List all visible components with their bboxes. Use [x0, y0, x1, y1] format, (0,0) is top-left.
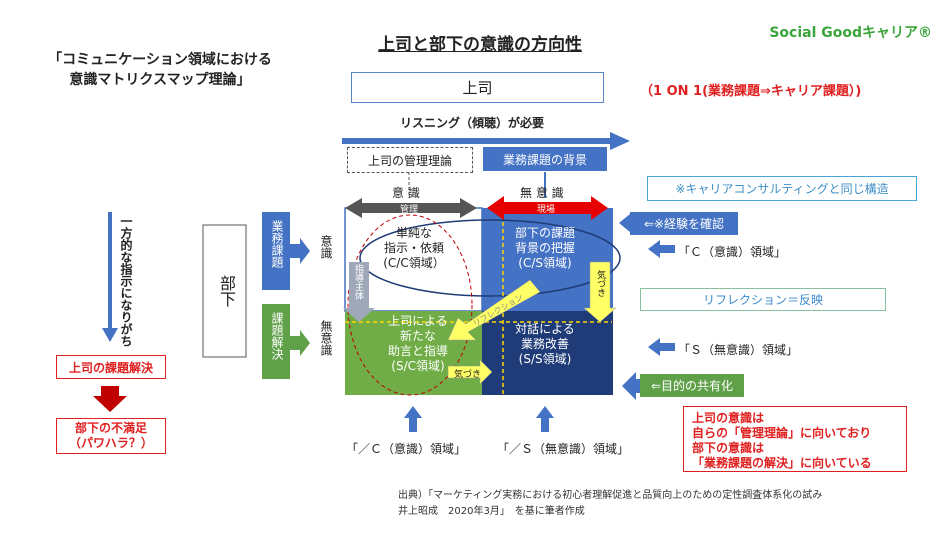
qcc-line-3: (C/C領域）: [383, 256, 445, 270]
kanri-label: 管理: [400, 205, 419, 215]
ellipse-horizontal: [359, 219, 621, 297]
unconscious-top-label: 無 意 識: [520, 186, 564, 200]
quadrant-ss: [482, 311, 613, 395]
reflection-diagonal-arrow: [447, 279, 541, 341]
quadrant-cc-text: 単純な 指示・依頼 (C/C領域）: [368, 226, 460, 271]
qss-line-1: 対話による: [515, 322, 575, 336]
listening-arrow-head: [610, 132, 630, 150]
conclusion-line-2: 自らの「管理理論」に向いており: [692, 426, 872, 440]
qss-line-2: 業務改善: [520, 337, 569, 351]
dissatisfaction-box: 部下の不満足 （パワハラ？）: [56, 418, 166, 454]
c-bottom-label: 「／Ｃ（意識）領域」: [346, 442, 467, 456]
qcs-line-1: 部下の課題: [514, 226, 575, 240]
purpose-share-box: ⇐目的の共有化: [640, 374, 744, 397]
qcs-line-3: (C/S領域): [518, 256, 572, 270]
conclusion-line-1: 上司の意識は: [692, 411, 765, 425]
issue-solution-block: [262, 304, 290, 379]
kizuki-vertical-label: 気づき: [595, 270, 605, 297]
mgmt-theory-box: 上司の管理理論: [347, 147, 473, 173]
conclusion-line-4: 「業務課題の解決」に向いている: [692, 456, 872, 470]
one-way-arrow-head: [102, 328, 118, 342]
work-issue-block: [262, 212, 290, 290]
brand-logo: Social Goodキャリア®: [769, 25, 932, 41]
row-unconscious-label: 無意識: [319, 320, 333, 356]
listening-label: リスニング（傾聴）が必要: [400, 116, 545, 130]
unconscious-arrow: [487, 196, 608, 220]
source-note: 出典）「マーケティング実務における初心者理解促進と品質向上のための定性調査体系化…: [398, 488, 822, 520]
conscious-arrow: [345, 198, 477, 218]
kizuki-down-arrow: [583, 261, 617, 323]
qsc-line-4: (S/C領域): [391, 359, 445, 373]
s-domain-label: 「Ｓ（無意識）領域」: [678, 343, 799, 357]
c-domain-label: 「Ｃ（意識）領域」: [678, 245, 787, 259]
theory-line-1: 「コミュニケーション領域における: [48, 52, 272, 68]
listening-arrow-shaft: [342, 138, 612, 144]
theory-title: 「コミュニケーション領域における 意識マトリクスマップ理論」: [20, 50, 300, 90]
kizuki-horizontal-label: 気づき: [454, 370, 482, 380]
qcs-line-2: 背景の把握: [514, 241, 575, 255]
work-issue-arrow: [290, 238, 310, 264]
c-domain-arrow: [648, 240, 675, 258]
one-way-arrow-shaft: [108, 212, 112, 330]
kizuki-right-arrow: [447, 359, 493, 385]
reflection-box: リフレクション＝反映: [640, 288, 886, 311]
exp-arrow-tip: [619, 214, 630, 232]
dissatisfaction-line-2: （パワハラ？）: [69, 436, 153, 450]
conclusion-line-3: 部下の意識は: [692, 441, 765, 455]
ellipse-vertical: [347, 214, 473, 396]
boss-solution-box: 上司の課題解決: [56, 355, 166, 379]
conclusion-box: 上司の意識は 自らの「管理理論」に向いており 部下の意識は 「業務課題の解決」に…: [683, 406, 907, 472]
boss-box: 上司: [351, 72, 604, 103]
s-bottom-arrow: [536, 406, 554, 432]
one-on-one-label: （1 ON 1(業務課題⇒キャリア課題）): [640, 84, 862, 99]
qsc-line-1: 上司による: [388, 314, 448, 328]
issue-solution-arrow: [290, 330, 310, 356]
work-background-box: 業務課題の背景: [483, 147, 607, 171]
quadrant-ss-text: 対話による 業務改善 (S/S領域): [500, 322, 590, 367]
guidance-arrow: [343, 262, 375, 322]
qcc-line-1: 単純な: [395, 226, 432, 240]
exp-confirm-box: ⇐※経験を確認: [630, 212, 738, 235]
qss-line-3: (S/S領域): [518, 352, 572, 366]
c-bottom-arrow: [404, 406, 422, 432]
quadrant-sc-text: 上司による 新たな 助言と指導 (S/C領域): [372, 314, 464, 374]
career-note: ※キャリアコンサルティングと同じ構造: [647, 176, 917, 201]
dissatisfaction-line-1: 部下の不満足: [74, 421, 147, 435]
row-conscious-label: 意識: [319, 235, 333, 259]
s-bottom-label: 「／Ｓ（無意識）領域」: [497, 442, 630, 456]
quadrant-cs-text: 部下の課題 背景の把握 (C/S領域): [498, 226, 592, 271]
source-line-1: 出典）「マーケティング実務における初心者理解促進と品質向上のための定性調査体系化…: [398, 490, 823, 501]
qsc-line-2: 新たな: [399, 329, 436, 343]
share-arrow: [622, 372, 640, 400]
page-title: 上司と部下の意識の方向性: [378, 35, 582, 55]
work-issue-label: 業務課題: [270, 220, 284, 268]
genba-label: 現場: [537, 205, 556, 215]
red-down-arrow: [93, 386, 127, 412]
subordinate-label: 部下: [217, 275, 236, 307]
conscious-top-label: 意 識: [392, 186, 420, 200]
one-way-label: 一方的な指示になりがち: [119, 215, 133, 347]
qcc-line-2: 指示・依頼: [383, 241, 444, 255]
source-line-2: 井上昭成 2020年3月」 を基に筆者作成: [398, 506, 585, 517]
issue-solution-label: 課題解決: [270, 312, 284, 360]
guidance-label: 指導主体: [353, 264, 363, 300]
subordinate-box: [202, 224, 247, 358]
s-domain-arrow: [648, 338, 675, 356]
theory-line-2: 意識マトリクスマップ理論」: [69, 72, 251, 88]
qsc-line-3: 助言と指導: [387, 344, 448, 358]
